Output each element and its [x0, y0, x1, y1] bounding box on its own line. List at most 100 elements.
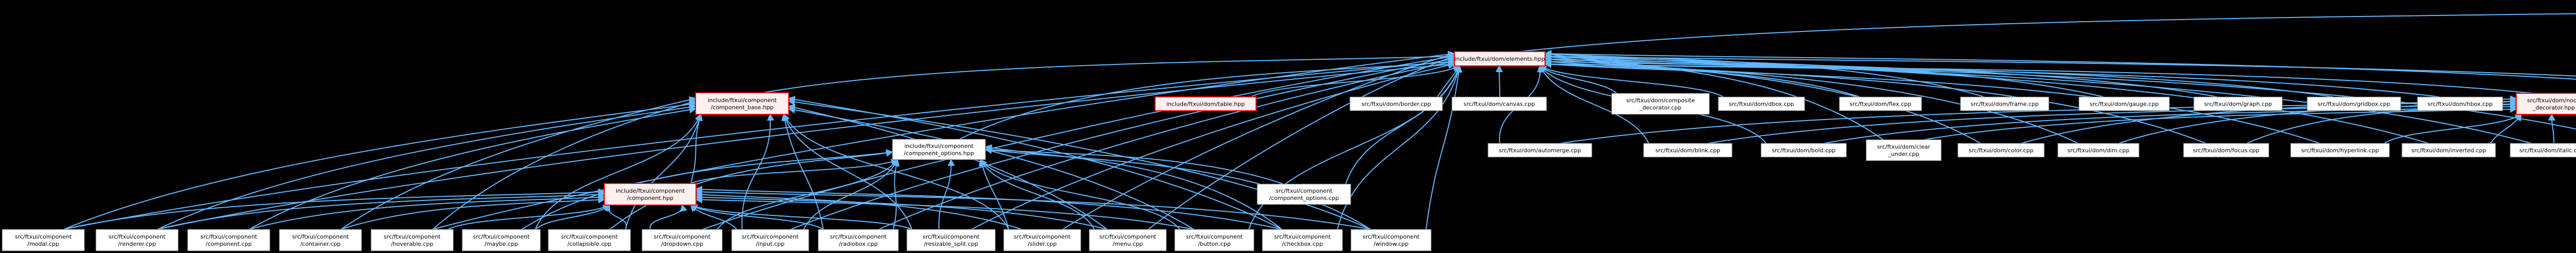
graph-node-gauge[interactable]: src/ftxui/dom/gauge.cpp [2078, 96, 2170, 111]
graph-node-cbase[interactable]: include/ftxui/component/component_base.h… [695, 92, 789, 115]
include-edge-maybe-to-copts [521, 149, 894, 230]
node-box-blink[interactable] [1643, 143, 1733, 158]
node-box-cbase[interactable] [695, 92, 789, 115]
node-box-collapsible[interactable] [548, 229, 631, 251]
graph-node-container[interactable]: src/ftxui/component/container.cpp [279, 229, 362, 251]
graph-node-chpp[interactable]: include/ftxui/component/component.hpp [604, 183, 697, 206]
graph-node-collapsible[interactable]: src/ftxui/component/collapsible.cpp [548, 229, 631, 251]
graph-node-dim[interactable]: src/ftxui/dom/dim.cpp [2057, 143, 2140, 158]
graph-node-hyperlink[interactable]: src/ftxui/dom/hyperlink.cpp [2290, 143, 2390, 158]
graph-node-hbox[interactable]: src/ftxui/dom/hbox.cpp [2417, 96, 2503, 111]
node-box-dim[interactable] [2057, 143, 2140, 158]
node-box-dropdown[interactable] [641, 229, 723, 251]
graph-node-graph[interactable]: src/ftxui/dom/graph.cpp [2193, 96, 2283, 111]
node-box-window[interactable] [1350, 229, 1432, 251]
graph-node-inverted[interactable]: src/ftxui/dom/inverted.cpp [2401, 143, 2496, 158]
node-box-color[interactable] [1957, 143, 2045, 158]
graph-node-copts[interactable]: include/ftxui/component/component_option… [892, 139, 986, 160]
graph-node-italic[interactable]: src/ftxui/dom/italic.cpp [2510, 143, 2576, 158]
include-edge-hyperlink-to-nodedec [2384, 113, 2522, 144]
node-box-nodedec[interactable] [2516, 93, 2576, 115]
node-box-gauge[interactable] [2078, 96, 2170, 111]
graph-node-table[interactable]: include/ftxui/dom/table.hpp [1155, 96, 1257, 111]
graph-node-clearunder[interactable]: src/ftxui/dom/clear_under.cpp [1866, 139, 1942, 161]
graph-node-slider[interactable]: src/ftxui/component/slider.cpp [1003, 229, 1081, 251]
node-box-compdec[interactable] [1611, 93, 1710, 115]
graph-node-canvas[interactable]: src/ftxui/dom/canvas.cpp [1451, 96, 1547, 111]
graph-node-button[interactable]: src/ftxui/component/button.cpp [1174, 229, 1255, 251]
graph-node-compdec[interactable]: src/ftxui/dom/composite_decorator.cpp [1611, 93, 1710, 115]
node-box-automerge[interactable] [1487, 143, 1592, 158]
node-box-componentcpp[interactable] [187, 229, 270, 251]
node-box-graph[interactable] [2193, 96, 2283, 111]
graph-node-elements[interactable]: include/ftxui/dom/elements.hpp [1454, 51, 1546, 66]
node-box-container[interactable] [279, 229, 362, 251]
node-box-input[interactable] [731, 229, 809, 251]
graph-node-flex[interactable]: src/ftxui/dom/flex.cpp [1839, 96, 1922, 111]
include-edge-table-to-elements [1250, 65, 1461, 97]
node-box-slider[interactable] [1003, 229, 1081, 251]
graph-node-coptscpp[interactable]: src/ftxui/component/component_options.cp… [1257, 183, 1351, 205]
graph-node-automerge[interactable]: src/ftxui/dom/automerge.cpp [1487, 143, 1592, 158]
graph-node-nodedec[interactable]: src/ftxui/dom/node_decorator.hpp [2516, 93, 2576, 115]
graph-node-input[interactable]: src/ftxui/component/input.cpp [731, 229, 809, 251]
node-box-border[interactable] [1349, 96, 1443, 111]
graph-node-componentcpp[interactable]: src/ftxui/component/component.cpp [187, 229, 270, 251]
node-label-nodedec-1: _decorator.hpp [2532, 105, 2575, 111]
node-box-frame[interactable] [1960, 96, 2049, 111]
node-box-focus[interactable] [2183, 143, 2269, 158]
node-box-canvas[interactable] [1451, 96, 1547, 111]
node-box-modal[interactable] [2, 229, 85, 251]
graph-node-menu[interactable]: src/ftxui/component/menu.cpp [1089, 229, 1167, 251]
node-box-italic[interactable] [2510, 143, 2576, 158]
include-edge-container-to-chpp [341, 196, 606, 230]
node-box-radiobox[interactable] [818, 229, 899, 251]
include-edge-dropdown-to-copts [717, 159, 899, 230]
node-box-dbox[interactable] [1718, 96, 1805, 111]
node-label-elements-0: include/ftxui/dom/elements.hpp [1454, 56, 1545, 62]
graph-node-maybe[interactable]: src/ftxui/component/maybe.cpp [462, 229, 541, 251]
node-box-button[interactable] [1174, 229, 1255, 251]
graph-node-color[interactable]: src/ftxui/dom/color.cpp [1957, 143, 2045, 158]
node-box-resizable[interactable] [906, 229, 996, 251]
node-box-chpp[interactable] [604, 183, 697, 206]
node-box-hoverable[interactable] [370, 229, 454, 251]
node-box-coptscpp[interactable] [1257, 183, 1351, 205]
node-box-hyperlink[interactable] [2290, 143, 2390, 158]
graph-node-hoverable[interactable]: src/ftxui/component/hoverable.cpp [370, 229, 454, 251]
node-label-compdec-0: src/ftxui/dom/composite [1626, 97, 1694, 104]
node-label-window-1: /window.cpp [1374, 241, 1409, 247]
node-box-gridbox[interactable] [2307, 96, 2401, 111]
include-edge-hoverable-to-cbase [432, 99, 697, 230]
graph-node-resizable[interactable]: src/ftxui/component/resizable_split.cpp [906, 229, 996, 251]
node-box-renderer[interactable] [95, 229, 179, 251]
graph-node-border[interactable]: src/ftxui/dom/border.cpp [1349, 96, 1443, 111]
graph-node-checkbox[interactable]: src/ftxui/component/checkbox.cpp [1262, 229, 1343, 251]
node-box-flex[interactable] [1839, 96, 1922, 111]
graph-node-dbox[interactable]: src/ftxui/dom/dbox.cpp [1718, 96, 1805, 111]
node-label-maybe-1: /maybe.cpp [485, 241, 518, 247]
graph-node-window[interactable]: src/ftxui/component/window.cpp [1350, 229, 1432, 251]
node-box-maybe[interactable] [462, 229, 541, 251]
graph-node-blink[interactable]: src/ftxui/dom/blink.cpp [1643, 143, 1733, 158]
node-box-bold[interactable] [1760, 143, 1847, 158]
graph-node-bold[interactable]: src/ftxui/dom/bold.cpp [1760, 143, 1847, 158]
node-box-clearunder[interactable] [1866, 139, 1942, 161]
node-box-checkbox[interactable] [1262, 229, 1343, 251]
graph-node-gridbox[interactable]: src/ftxui/dom/gridbox.cpp [2307, 96, 2401, 111]
node-box-inverted[interactable] [2401, 143, 2496, 158]
edges-layer [63, 13, 2576, 230]
node-box-copts[interactable] [892, 139, 986, 160]
graph-node-renderer[interactable]: src/ftxui/component/renderer.cpp [95, 229, 179, 251]
node-box-menu[interactable] [1089, 229, 1167, 251]
node-label-hoverable-0: src/ftxui/component [384, 233, 441, 240]
graph-node-dropdown[interactable]: src/ftxui/component/dropdown.cpp [641, 229, 723, 251]
node-box-elements[interactable] [1454, 51, 1546, 66]
node-box-table[interactable] [1155, 96, 1257, 111]
graph-node-radiobox[interactable]: src/ftxui/component/radiobox.cpp [818, 229, 899, 251]
graph-node-focus[interactable]: src/ftxui/dom/focus.cpp [2183, 143, 2269, 158]
node-box-hbox[interactable] [2417, 96, 2503, 111]
graph-node-modal[interactable]: src/ftxui/component/modal.cpp [2, 229, 85, 251]
graph-node-frame[interactable]: src/ftxui/dom/frame.cpp [1960, 96, 2049, 111]
